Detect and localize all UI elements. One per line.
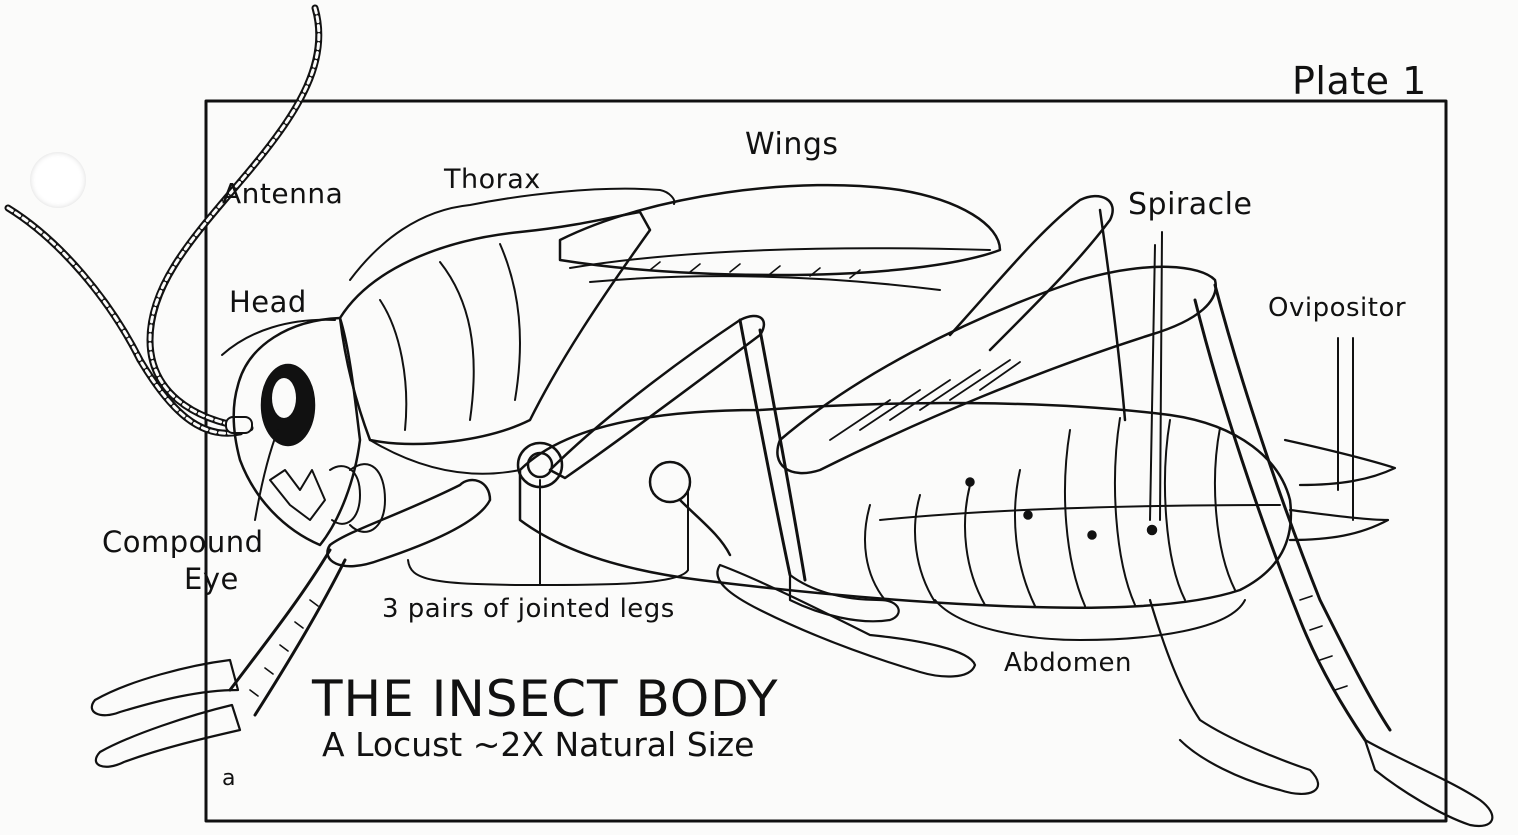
wings-drawing (560, 185, 1000, 290)
corner-mark: a (222, 768, 236, 790)
label-antenna: Antenna (222, 180, 343, 208)
plate-label: Plate 1 (1292, 62, 1427, 100)
label-compound-eye-line1: Compound (102, 528, 264, 557)
label-head: Head (229, 288, 307, 317)
label-wings: Wings (745, 130, 839, 160)
label-legs: 3 pairs of jointed legs (382, 596, 675, 622)
hind-leg-drawing (777, 196, 1492, 826)
diagram-title: THE INSECT BODY (312, 674, 779, 724)
label-abdomen: Abdomen (1004, 650, 1132, 676)
leader-lines (222, 189, 1353, 640)
diagram-subtitle: A Locust ~2X Natural Size (322, 728, 754, 761)
label-ovipositor: Ovipositor (1268, 295, 1406, 321)
label-compound-eye-line2: Eye (184, 565, 239, 594)
label-spiracle: Spiracle (1128, 190, 1252, 220)
antenna-drawing (8, 8, 319, 433)
label-thorax: Thorax (444, 166, 541, 193)
thorax-drawing (340, 212, 650, 474)
abdomen-drawing (520, 403, 1395, 608)
